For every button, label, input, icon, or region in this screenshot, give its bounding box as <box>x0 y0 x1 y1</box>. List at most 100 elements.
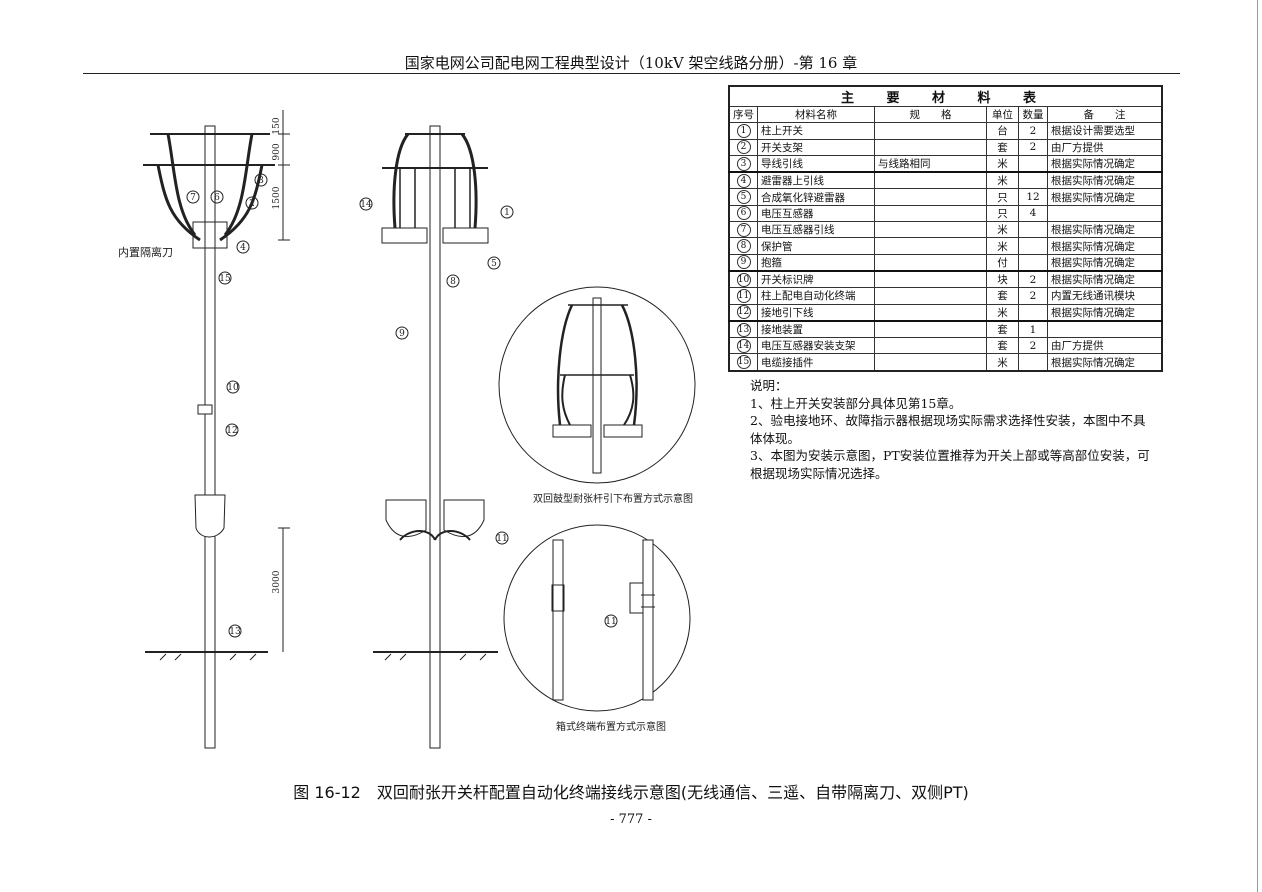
left-callouts: 7 6 3 2 4 15 10 12 13 <box>186 173 268 638</box>
cell-spec: 与线路相同 <box>874 154 987 173</box>
detail-box-terminal-layout <box>503 524 691 712</box>
cell-note: 根据实际情况确定 <box>1047 353 1163 372</box>
svg-text:6: 6 <box>214 193 220 203</box>
item-number-circle: 13 <box>736 322 751 337</box>
cell-note: 由厂方提供 <box>1047 337 1163 355</box>
cell-name: 电压互感器安装支架 <box>757 337 875 355</box>
svg-text:13: 13 <box>229 627 241 637</box>
callout: 4 <box>236 240 250 254</box>
callout: 9 <box>395 326 409 340</box>
page-header: 国家电网公司配电网工程典型设计（10kV 架空线路分册）-第 16 章 <box>404 54 858 72</box>
callout: 15 <box>218 271 232 285</box>
item-number-circle: 7 <box>736 222 751 237</box>
dimension-label: 3000 <box>272 570 282 593</box>
svg-text:10: 10 <box>227 383 239 393</box>
item-number-circle: 8 <box>736 239 751 254</box>
item-number-circle: 3 <box>736 156 751 171</box>
detail2-caption: 箱式终端布置方式示意图 <box>556 720 666 733</box>
cell-no: 13 <box>728 319 758 339</box>
notes: 说明： 1、柱上开关安装部分具体见第15章。 2、验电接地环、故障指示器根据现场… <box>750 377 1150 482</box>
item-number-circle: 4 <box>736 173 751 188</box>
dimension-label: 900 <box>272 143 282 160</box>
cell-no: 14 <box>728 337 758 355</box>
svg-text:9: 9 <box>399 329 405 339</box>
cell-qty: 2 <box>1018 269 1048 289</box>
cell-unit: 套 <box>986 287 1019 305</box>
item-number-circle: 1 <box>736 123 751 138</box>
item-number-circle: 2 <box>736 140 751 155</box>
callout: 3 <box>254 173 268 187</box>
dimension-label: 150 <box>272 117 282 134</box>
page-edge <box>1257 0 1258 892</box>
cell-qty <box>1018 237 1048 255</box>
callout: 11 <box>495 531 509 545</box>
isolator-label: 内置隔离刀 <box>118 245 173 259</box>
detail1-caption: 双回鼓型耐张杆引下布置方式示意图 <box>533 492 693 505</box>
cell-note: 内置无线通讯模块 <box>1047 287 1163 305</box>
col-header: 数量 <box>1018 105 1048 124</box>
svg-text:11: 11 <box>605 617 616 627</box>
callout: 11 <box>604 614 618 628</box>
cell-name: 接地装置 <box>757 319 875 339</box>
dimension-label: 1500 <box>272 186 282 209</box>
svg-text:12: 12 <box>226 426 237 436</box>
svg-text:8: 8 <box>450 277 456 287</box>
cell-note: 根据实际情况确定 <box>1047 171 1163 190</box>
cell-no: 15 <box>728 353 758 372</box>
col-header: 序号 <box>728 105 758 124</box>
left-pole-elevation <box>143 110 290 749</box>
detail-drum-type-layout <box>498 286 696 484</box>
svg-text:4: 4 <box>240 243 246 253</box>
cell-no: 11 <box>728 287 758 305</box>
svg-text:15: 15 <box>219 274 231 284</box>
cell-note: 根据实际情况确定 <box>1047 237 1163 255</box>
callout: 5 <box>487 256 501 270</box>
svg-text:1: 1 <box>504 208 510 218</box>
middle-callouts: 14 1 5 8 9 11 <box>359 197 514 545</box>
note-item: 2、验电接地环、故障指示器根据现场实际需求选择性安装，本图中不具体体现。 <box>750 413 1146 446</box>
item-number-circle: 9 <box>736 255 751 270</box>
cell-qty: 2 <box>1018 337 1048 355</box>
item-number-circle: 14 <box>736 338 751 353</box>
middle-pole-elevation <box>373 125 498 749</box>
callout: 10 <box>226 380 240 394</box>
cell-no: 8 <box>728 237 758 255</box>
header-rule <box>83 73 1180 74</box>
cell-note: 根据实际情况确定 <box>1047 269 1163 289</box>
cell-note: 根据实际情况确定 <box>1047 253 1163 272</box>
notes-heading: 说明： <box>750 378 788 393</box>
svg-text:11: 11 <box>496 534 507 544</box>
cell-name: 柱上配电自动化终端 <box>757 287 875 305</box>
cell-note: 根据实际情况确定 <box>1047 154 1163 173</box>
item-number-circle: 6 <box>736 206 751 221</box>
svg-text:7: 7 <box>190 193 196 203</box>
item-number-circle: 15 <box>736 355 751 370</box>
item-number-circle: 11 <box>736 288 751 303</box>
item-number-circle: 12 <box>736 305 751 320</box>
figure-caption: 图 16-12 双回耐张开关杆配置自动化终端接线示意图(无线通信、三遥、自带隔离… <box>293 783 969 802</box>
page-number: - 777 - <box>610 812 652 827</box>
cell-name: 保护管 <box>757 237 875 255</box>
svg-text:2: 2 <box>249 199 255 209</box>
cell-name: 开关标识牌 <box>757 269 875 289</box>
cell-qty: 2 <box>1018 138 1048 156</box>
callout: 6 <box>210 190 224 204</box>
cell-unit: 套 <box>986 337 1019 355</box>
note-item: 3、本图为安装示意图，PT安装位置推荐为开关上部或等高部位安装，可根据现场实际情… <box>750 448 1150 481</box>
cell-qty <box>1018 353 1048 372</box>
callout: 14 <box>359 197 373 211</box>
